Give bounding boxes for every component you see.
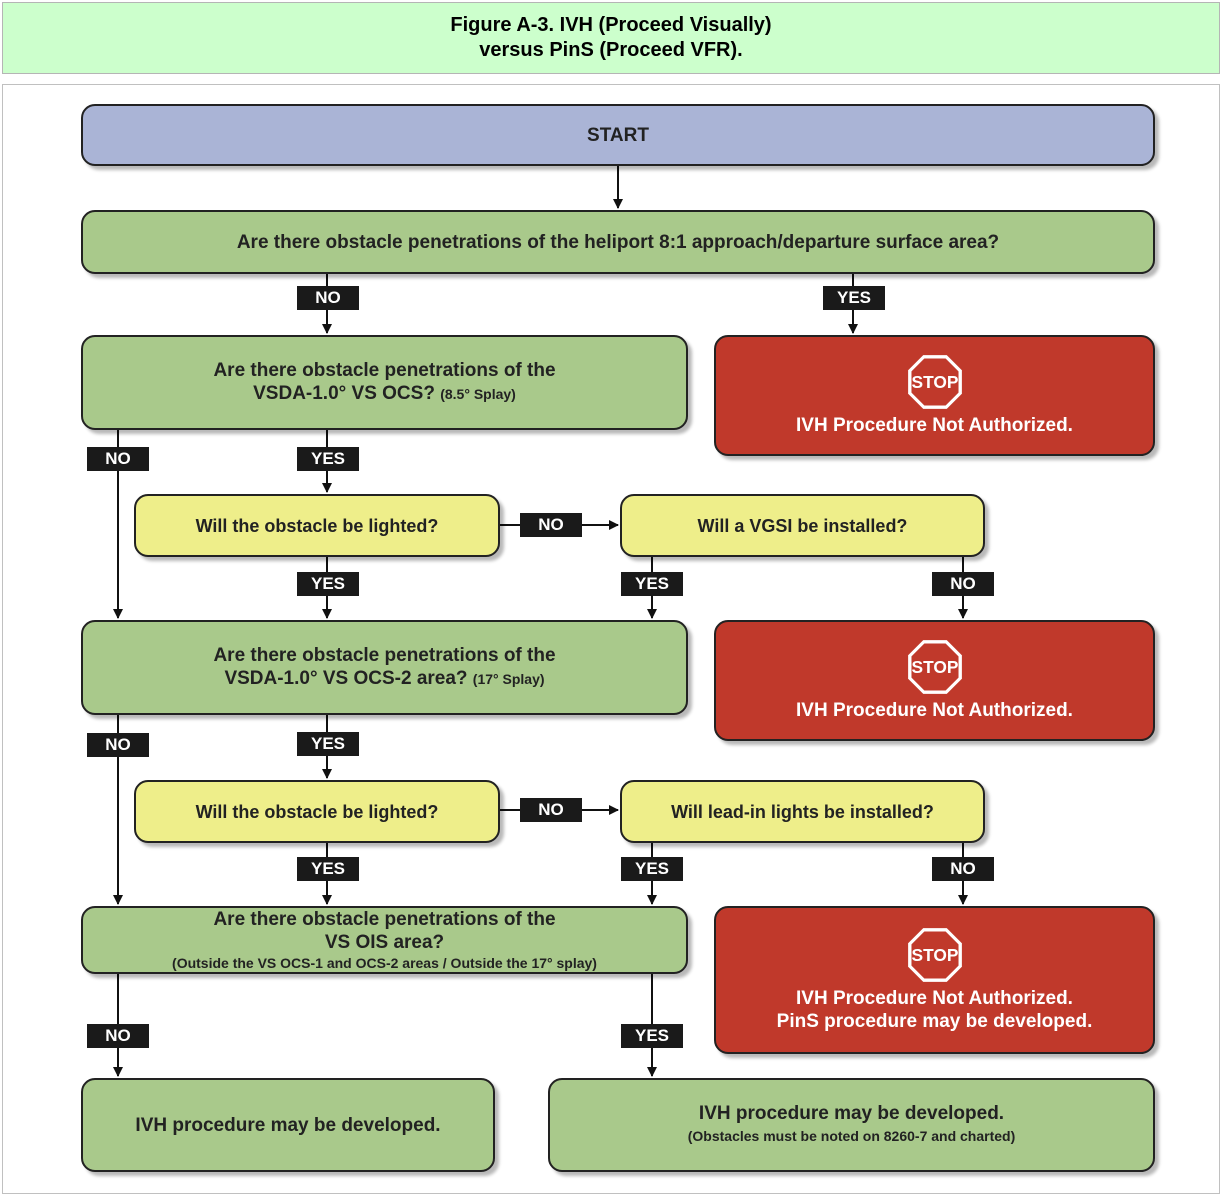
result-ivh-developed-text: IVH procedure may be developed. — [135, 1114, 441, 1136]
question-vs-ois-line3: (Outside the VS OCS-1 and OCS-2 areas / … — [172, 955, 597, 971]
label-yes-q2: YES — [297, 447, 359, 471]
start-box: START — [81, 104, 1155, 166]
figure-title: Figure A-3. IVH (Proceed Visually) versu… — [2, 2, 1220, 74]
question-vs-ocs-2-line2: VSDA-1.0° VS OCS-2 area? — [224, 668, 468, 689]
label-yes-q1: YES — [823, 286, 885, 310]
question-obstacle-lighted-2-text: Will the obstacle be lighted? — [195, 801, 439, 822]
question-vs-ocs-line1: Are there obstacle penetrations of the — [213, 360, 556, 381]
label-yes-q7: YES — [621, 857, 683, 881]
stop-box-3-line1: IVH Procedure Not Authorized. — [796, 988, 1073, 1009]
label-no-q2: NO — [87, 447, 149, 471]
figure-frame — [2, 84, 1220, 1194]
question-vs-ocs-line2: VSDA-1.0° VS OCS? — [253, 383, 435, 404]
question-vs-ocs-2-line1: Are there obstacle penetrations of the — [213, 645, 556, 666]
stop-box-2: STOP IVH Procedure Not Authorized. — [714, 620, 1155, 741]
question-obstacle-lighted-1-text: Will the obstacle be lighted? — [195, 515, 439, 536]
stop-sign-icon: STOP — [907, 355, 962, 409]
stop-sign-text: STOP — [911, 372, 958, 392]
label-yes-q8: YES — [621, 1024, 683, 1048]
question-vgsi-installed: Will a VGSI be installed? — [620, 494, 985, 557]
label-yes-q6: YES — [297, 857, 359, 881]
result-ivh-developed-noted: IVH procedure may be developed. (Obstacl… — [548, 1078, 1155, 1172]
question-8to1-surface: Are there obstacle penetrations of the h… — [81, 210, 1155, 274]
result-ivh-developed-noted-line2: (Obstacles must be noted on 8260-7 and c… — [687, 1128, 1016, 1144]
figure-title-line2: versus PinS (Proceed VFR). — [479, 39, 743, 61]
question-obstacle-lighted-2: Will the obstacle be lighted? — [134, 780, 500, 843]
stop-sign-text: STOP — [911, 945, 958, 965]
question-vs-ois: Are there obstacle penetrations of the V… — [81, 906, 688, 974]
question-vs-ocs: Are there obstacle penetrations of the V… — [81, 335, 688, 430]
question-lead-in-lights-text: Will lead-in lights be installed? — [671, 801, 934, 822]
question-vs-ocs-note: (8.5° Splay) — [440, 386, 516, 402]
stop-box-3: STOP IVH Procedure Not Authorized. PinS … — [714, 906, 1155, 1054]
result-ivh-developed-noted-line1: IVH procedure may be developed. — [698, 1103, 1005, 1124]
result-ivh-developed: IVH procedure may be developed. — [81, 1078, 495, 1172]
stop-box-2-text: IVH Procedure Not Authorized. — [796, 700, 1073, 721]
question-vs-ois-line1: Are there obstacle penetrations of the — [213, 909, 556, 930]
label-no-q6: NO — [520, 798, 582, 822]
stop-box-1: STOP IVH Procedure Not Authorized. — [714, 335, 1155, 456]
label-no-q4: NO — [932, 572, 994, 596]
label-no-q1: NO — [297, 286, 359, 310]
stop-box-1-text: IVH Procedure Not Authorized. — [796, 415, 1073, 436]
label-no-q7: NO — [932, 857, 994, 881]
stop-sign-text: STOP — [911, 657, 958, 677]
label-yes-q3: YES — [297, 572, 359, 596]
label-yes-q4: YES — [621, 572, 683, 596]
label-yes-q5: YES — [297, 732, 359, 756]
start-label: START — [587, 124, 649, 146]
question-vgsi-installed-text: Will a VGSI be installed? — [697, 515, 908, 536]
question-8to1-surface-text: Are there obstacle penetrations of the h… — [236, 231, 1000, 253]
stop-sign-icon: STOP — [907, 928, 962, 982]
stop-box-3-line2: PinS procedure may be developed. — [776, 1011, 1093, 1032]
label-no-q8: NO — [87, 1024, 149, 1048]
question-obstacle-lighted-1: Will the obstacle be lighted? — [134, 494, 500, 557]
question-vs-ois-line2: VS OIS area? — [324, 932, 445, 953]
question-vs-ocs-2: Are there obstacle penetrations of the V… — [81, 620, 688, 715]
figure-title-line1: Figure A-3. IVH (Proceed Visually) — [450, 14, 772, 36]
label-no-q3: NO — [520, 513, 582, 537]
question-lead-in-lights: Will lead-in lights be installed? — [620, 780, 985, 843]
stop-sign-icon: STOP — [907, 640, 962, 694]
label-no-q5: NO — [87, 733, 149, 757]
question-vs-ocs-2-note: (17° Splay) — [472, 671, 545, 687]
